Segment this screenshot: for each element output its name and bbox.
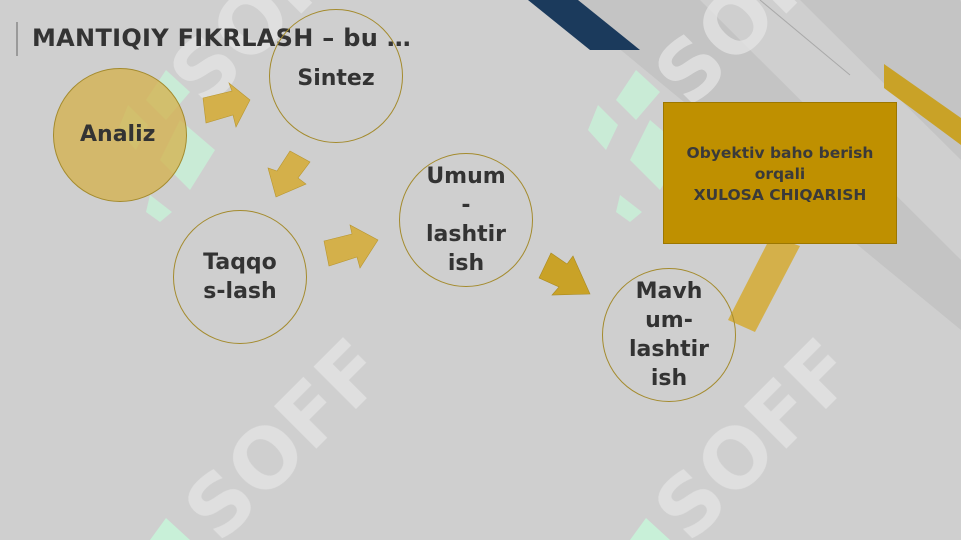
conclusion-line-1: Obyektiv baho berish [686,144,874,162]
node-umumlashtirish-line-1: Umum [426,164,506,189]
arrow-sintez-to-taqqoslash [267,150,311,198]
arrow-taqqoslash-to-umumlashtirish [323,224,379,269]
node-mavhumlashtirish-line-4: ish [650,366,688,391]
node-mavhumlashtirish-line-3: lashtir [628,337,710,362]
conclusion-line-2: orqali [754,165,806,183]
node-taqqoslash: Taqqo s-lash [173,210,307,344]
node-taqqoslash-line-2: s-lash [203,279,277,304]
node-mavhumlashtirish: Mavh um- lashtir ish [602,268,736,402]
node-umumlashtirish-line-4: ish [447,251,485,276]
navy-stripe [528,0,640,50]
node-analiz-label: Analiz [80,121,156,147]
node-sintez-label: Sintez [297,66,375,91]
conclusion-line-3: XULOSA CHIQARISH [693,186,867,204]
watermark-logo-4 [630,518,670,540]
arrow-umumlashtirish-to-mavhumlashtirish [538,252,591,296]
node-umumlashtirish-line-3: lashtir [425,222,507,247]
title-accent-bar [16,22,18,56]
node-mavhumlashtirish-line-1: Mavh [635,279,703,304]
node-analiz: Analiz [53,68,187,202]
arrow-analiz-to-sintez [202,82,251,128]
node-taqqoslash-line-1: Taqqo [203,250,277,275]
watermark-logo-3 [150,518,190,540]
grey-band-2 [610,0,961,160]
conclusion-box: Obyektiv baho berish orqali XULOSA CHIQA… [663,102,897,244]
watermark-text-3: SOFF [167,322,404,540]
node-mavhumlashtirish-line-2: um- [645,308,693,333]
node-sintez: Sintez [269,9,403,143]
watermark-logo-2 [588,70,685,222]
node-umumlashtirish-line-2: - [461,193,471,218]
thin-diagonal-line [759,0,851,76]
node-umumlashtirish: Umum - lashtir ish [399,153,533,287]
gold-stripe-right [884,64,961,145]
gold-connector-bar [728,236,800,332]
